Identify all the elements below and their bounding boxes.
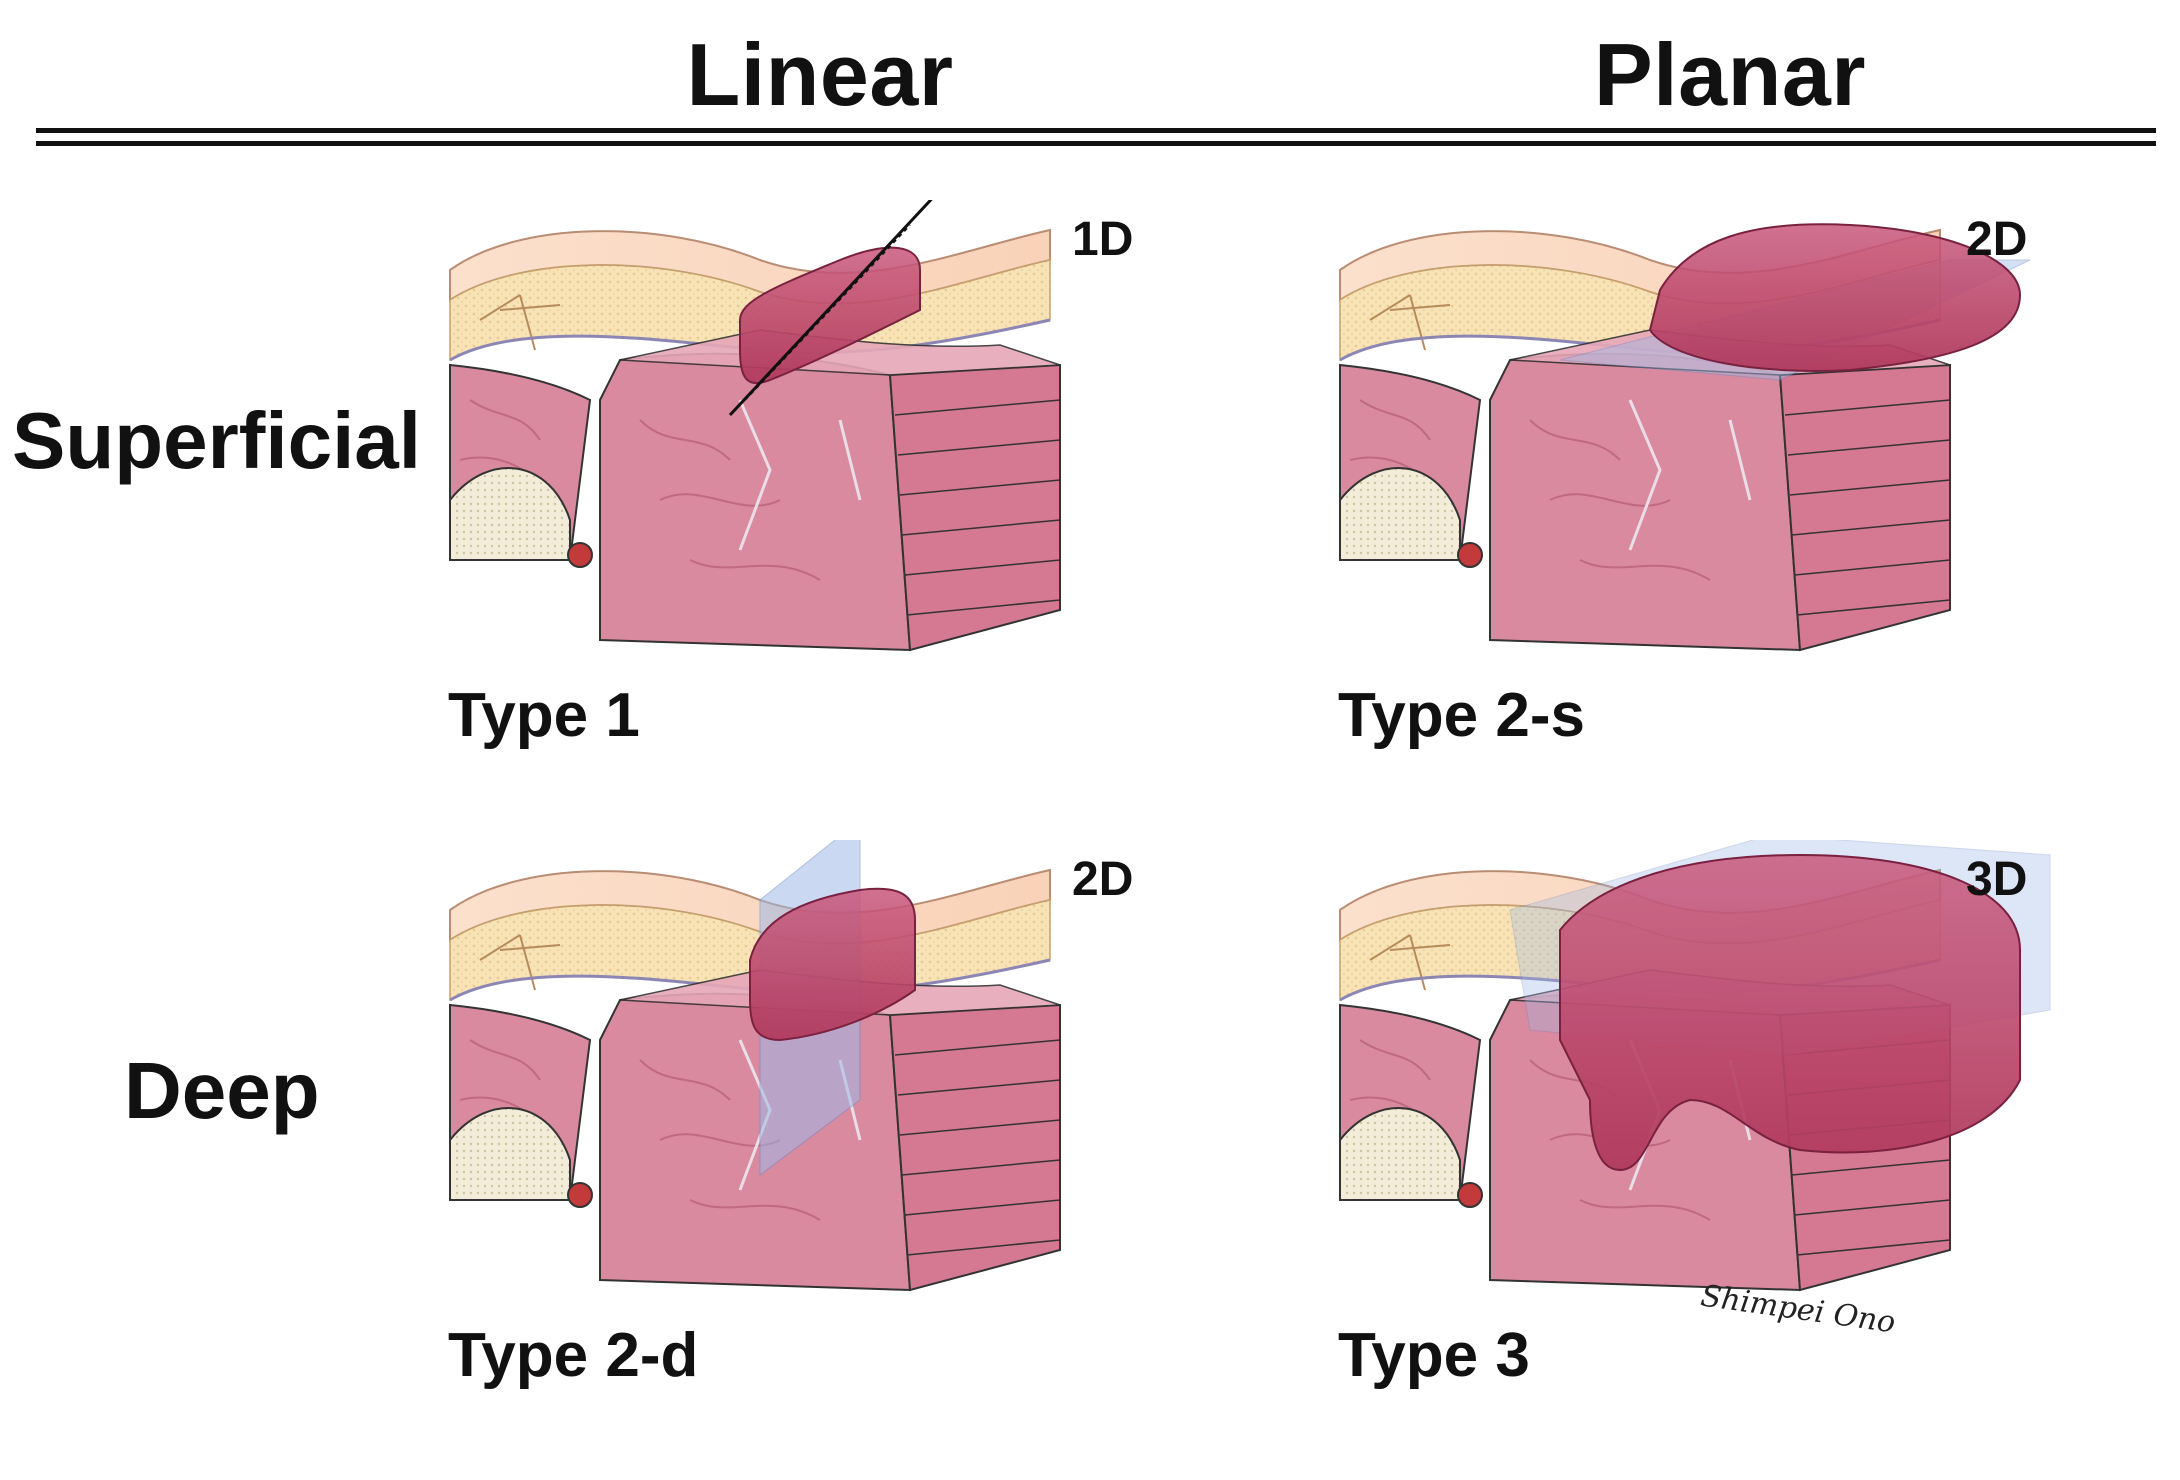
lesion [1559, 853, 2021, 1172]
muscle-block-side [888, 1003, 1061, 1292]
row-label-deep: Deep [124, 1046, 320, 1135]
panel-type-3: 3D Type 3 [1330, 840, 2080, 1480]
bone [1339, 466, 1461, 561]
dimension-label: 1D [1072, 213, 1134, 266]
lesion [749, 887, 916, 1042]
type-label: Type 2-s [1338, 681, 1585, 750]
lesion-overlay [728, 200, 933, 417]
panel-type-2-s: 2D Type 2-s [1330, 200, 2080, 840]
panel-type-1: 1D Type 1 [440, 200, 1190, 840]
tissue-illustration [1339, 223, 2031, 652]
vessel [1457, 542, 1483, 568]
bone [449, 466, 571, 561]
lesion [739, 246, 921, 385]
vessel [567, 542, 593, 568]
type-label: Type 1 [448, 681, 640, 750]
muscle-block-front [1489, 352, 1802, 652]
header-rule-bottom [36, 141, 2156, 146]
bone [449, 1106, 571, 1201]
dimension-label: 2D [1072, 853, 1134, 906]
muscle-block-side [888, 363, 1061, 652]
lesion-overlay [749, 840, 916, 1176]
column-header-linear: Linear [686, 25, 954, 124]
lesion-overlay [1559, 223, 2031, 381]
dotted-axis [744, 224, 911, 401]
panel-type-2-d: 2D Type 2-d [440, 840, 1190, 1480]
header-rule-top [36, 128, 2156, 133]
tissue-illustration [1339, 840, 2051, 1292]
tissue-illustration [449, 200, 1061, 652]
dimension-label: 2D [1966, 213, 2028, 266]
muscle-block-front [599, 352, 912, 652]
lesion-overlay [1509, 840, 2051, 1172]
vessel [1457, 1182, 1483, 1208]
dimension-label: 3D [1966, 853, 2028, 906]
type-label: Type 3 [1338, 1321, 1530, 1390]
lesion [1648, 223, 2022, 372]
column-header-planar: Planar [1593, 25, 1867, 124]
bone [1339, 1106, 1461, 1201]
row-label-superficial: Superficial [12, 396, 422, 485]
muscle-block-side [1778, 363, 1951, 652]
vessel [567, 1182, 593, 1208]
muscle-block-front [599, 992, 912, 1292]
extension-line [728, 200, 933, 417]
type-label: Type 2-d [448, 1321, 699, 1390]
tissue-illustration [449, 840, 1061, 1292]
